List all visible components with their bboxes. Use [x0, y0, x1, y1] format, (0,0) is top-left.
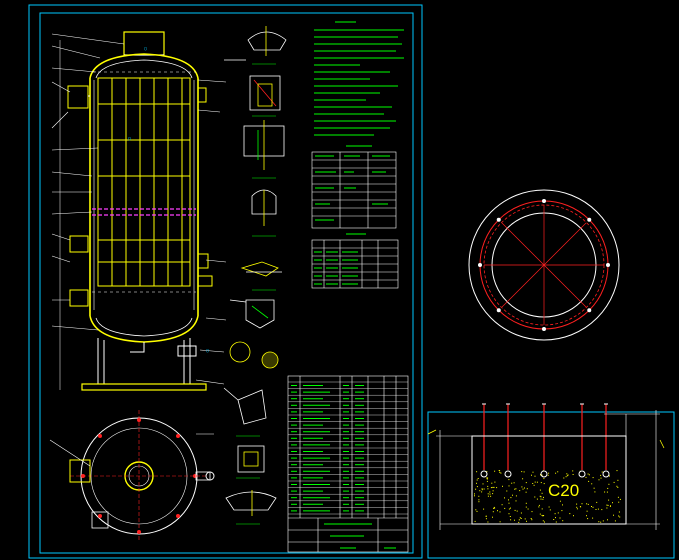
sheet-frames: [28, 4, 675, 559]
anchor-bolt: [480, 403, 488, 478]
anchor-bolt: [504, 403, 512, 478]
parts-list-table: [287, 375, 409, 553]
foundation-section: C20: [427, 403, 665, 530]
support-skirt: [97, 338, 191, 384]
anchor-hole: [496, 308, 501, 313]
detail-views-column: [223, 26, 287, 516]
vessel-elevation: ○ ○ ○: [51, 31, 227, 391]
vessel-plan-view: [49, 410, 215, 540]
main-sheet-outer-border: [28, 4, 423, 559]
anchor-bolt: [540, 403, 548, 478]
heating-bands: [92, 208, 196, 216]
anchor-bolts: [480, 403, 610, 478]
technical-requirements-notes: [314, 21, 404, 136]
concrete-block: [471, 435, 627, 525]
anchor-hole: [542, 327, 546, 331]
anchor-bolt: [578, 403, 586, 478]
concrete-grade-label: C20: [548, 481, 579, 500]
detail-tags: [236, 63, 276, 525]
anchor-bolt-holes: [478, 199, 610, 331]
plan-bolt-holes: [81, 418, 197, 534]
anchor-hole: [478, 263, 482, 267]
foundation-plan-view: [468, 189, 620, 341]
anchor-hole: [587, 217, 592, 222]
anchor-hole: [606, 263, 610, 267]
anchor-hole: [542, 199, 546, 203]
title-block: [288, 517, 408, 552]
anchor-hole: [587, 308, 592, 313]
detail-sheet-border: [427, 411, 675, 559]
right-side-nozzles: [197, 87, 213, 287]
left-leader-lines: [51, 33, 125, 331]
top-dished-head: [89, 53, 199, 79]
design-data-table: [311, 145, 397, 229]
internal-support-frame: [97, 77, 191, 287]
svg-text:○: ○: [128, 136, 131, 142]
svg-text:○: ○: [206, 348, 209, 354]
main-sheet-inner-border: [39, 12, 414, 554]
svg-text:○: ○: [144, 46, 147, 52]
anchor-hole: [496, 217, 501, 222]
right-leader-lines: [195, 79, 227, 385]
left-side-nozzles: [67, 85, 89, 307]
base-ring: [81, 383, 207, 391]
nozzle-table: [311, 233, 399, 289]
anchor-bolt: [602, 403, 610, 478]
